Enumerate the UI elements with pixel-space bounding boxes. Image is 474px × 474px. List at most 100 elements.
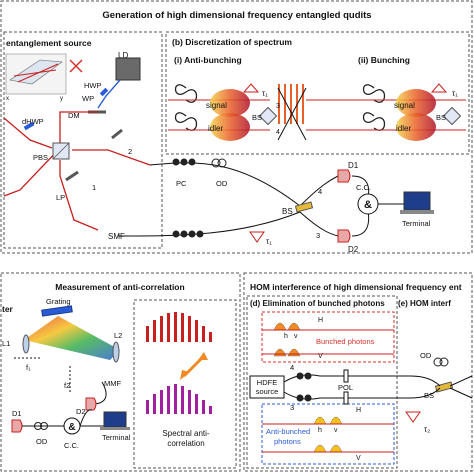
lp-label: LP bbox=[56, 193, 65, 202]
terminal-label: Terminal bbox=[402, 219, 431, 228]
axis-x-label: x bbox=[6, 96, 9, 102]
discretization-title: (b) Discretization of spectrum bbox=[172, 37, 292, 47]
bottom-right-panel-border bbox=[243, 272, 473, 472]
dhwp-element bbox=[23, 121, 35, 131]
ld-label: LD bbox=[118, 51, 128, 60]
delay-stage-top bbox=[249, 231, 265, 243]
anticorrelation-title: Measurement of anti-correlation bbox=[55, 282, 184, 292]
hdfe-label-2: source bbox=[256, 387, 279, 396]
spectrometer-fragment: ter bbox=[2, 304, 14, 314]
tau1-label-delay: τ₁ bbox=[266, 237, 272, 246]
h-label-1: h bbox=[284, 333, 288, 340]
bunched-label: Bunched photons bbox=[316, 337, 375, 346]
hdfe-source bbox=[249, 375, 285, 399]
port3-label: 3 bbox=[316, 231, 320, 240]
port1-label: 1 bbox=[92, 183, 96, 192]
spectral-box bbox=[133, 299, 237, 469]
pol-label: POL bbox=[338, 383, 353, 392]
crystal-inset bbox=[5, 53, 67, 95]
terminal-icon bbox=[400, 191, 434, 214]
v-label-2: v bbox=[334, 427, 338, 434]
optical-delay-coil-top bbox=[211, 158, 227, 168]
terminal-icon-bottom bbox=[100, 411, 130, 430]
bottom-left-panel-border bbox=[0, 272, 241, 472]
bs-label-e: BS bbox=[424, 391, 434, 400]
f1-label: f₁ bbox=[26, 363, 31, 372]
grating-label: Grating bbox=[46, 297, 71, 306]
source-panel-border bbox=[3, 31, 163, 249]
dm-label: DM bbox=[68, 111, 80, 120]
cc-label-bottom: C.C. bbox=[64, 441, 79, 450]
bunching-diagram bbox=[356, 83, 466, 141]
laser-diode bbox=[115, 57, 141, 81]
H-label-1: H bbox=[318, 317, 323, 324]
V-label-2: V bbox=[356, 455, 361, 462]
pbs-label: PBS bbox=[33, 153, 48, 162]
pc-label: PC bbox=[176, 179, 187, 188]
hom-title: HOM interference of high dimensional fre… bbox=[250, 282, 462, 292]
hwp-element bbox=[99, 87, 109, 97]
anti-bunched-box bbox=[261, 403, 395, 465]
anti-bunched-label-1: Anti-bunched bbox=[266, 427, 310, 436]
d1-label: D1 bbox=[348, 161, 359, 170]
fiber-bs bbox=[294, 201, 314, 213]
detector-d2-bottom bbox=[85, 397, 97, 411]
wp-label: WP bbox=[82, 94, 94, 103]
tau1-label-b: τ₁ bbox=[452, 89, 458, 98]
polarization-controller-top bbox=[172, 158, 196, 166]
polarization-controller-bottom bbox=[172, 230, 204, 238]
bs-label: BS bbox=[282, 207, 293, 216]
mirror-port2 bbox=[111, 128, 123, 140]
od-label-bottom: OD bbox=[36, 437, 48, 446]
top-banner-title: Generation of high dimensional frequency… bbox=[102, 10, 371, 21]
od-label: OD bbox=[216, 179, 228, 188]
polarizer-top bbox=[343, 369, 349, 383]
anti-bunching-diagram bbox=[168, 83, 356, 141]
spectral-line-2: correlation bbox=[167, 439, 204, 448]
lens-l2 bbox=[112, 341, 120, 363]
dhwp-label: dHWP bbox=[22, 117, 44, 126]
hwp-label: HWP bbox=[84, 81, 102, 90]
idler-label-b: idler bbox=[396, 124, 411, 133]
signal-label-a: signal bbox=[206, 101, 227, 110]
panel-e-title: (e) HOM interf bbox=[398, 299, 451, 308]
top-panel-border bbox=[0, 0, 473, 254]
cross-mark-icon bbox=[69, 59, 83, 73]
delay-stage-e bbox=[405, 411, 421, 423]
bs-label-b: BS bbox=[436, 113, 446, 122]
bunching-title: (ii) Bunching bbox=[358, 55, 410, 65]
d2-label-bottom: D2 bbox=[76, 407, 86, 416]
idler-label-a: idler bbox=[208, 124, 223, 133]
fiber-bs-e bbox=[434, 381, 454, 393]
port2-label: 2 bbox=[128, 147, 132, 156]
sagnac-loop bbox=[3, 111, 151, 231]
long-pass-filter bbox=[65, 170, 79, 182]
grating bbox=[41, 305, 73, 317]
f2-label: f2 bbox=[64, 381, 70, 390]
h-label-2: h bbox=[318, 427, 322, 434]
smf-label: SMF bbox=[108, 232, 125, 241]
red-spectral-bars bbox=[146, 312, 212, 342]
pump-beam bbox=[97, 79, 121, 109]
dispersed-beam bbox=[24, 316, 120, 360]
bunched-box bbox=[261, 311, 395, 363]
polarization-controller-d bbox=[296, 372, 312, 402]
port4-label-d: 4 bbox=[290, 363, 294, 372]
lens-l1 bbox=[22, 334, 30, 354]
fiber-lines bbox=[117, 162, 339, 237]
port4-label-a: 4 bbox=[276, 129, 280, 136]
polarizer-bottom bbox=[343, 391, 349, 405]
port3-label-a: 3 bbox=[276, 103, 280, 110]
cc-symbol-bottom: & bbox=[68, 422, 75, 433]
anti-bunched-peaks bbox=[313, 416, 343, 453]
source-panel-title: entanglement source bbox=[6, 38, 92, 48]
panel-d-title: (d) Elimination of bunched photons bbox=[250, 299, 385, 308]
d2-label: D2 bbox=[348, 245, 359, 254]
od-label-e: OD bbox=[420, 351, 432, 360]
port3-label-d: 3 bbox=[290, 403, 294, 412]
d1-label-bottom: D1 bbox=[12, 409, 22, 418]
l1-label: L1 bbox=[2, 339, 10, 348]
spectral-line-1: Spectral anti- bbox=[162, 429, 209, 438]
hdfe-label-1: HDFE bbox=[257, 378, 277, 387]
detector-d1-bottom bbox=[11, 419, 23, 433]
